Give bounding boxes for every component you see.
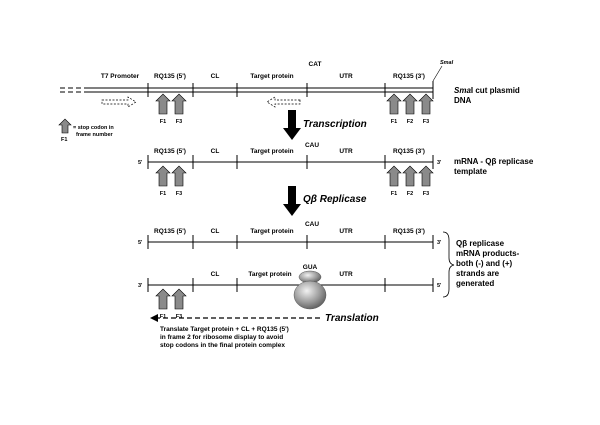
row3-rq5-label: RQ135 (5') bbox=[154, 228, 186, 235]
stop-arrow-icon bbox=[155, 93, 171, 115]
row4-utr-label: UTR bbox=[339, 271, 353, 278]
row1-utr-label: UTR bbox=[339, 73, 353, 80]
row4-frame-left-2: F3 bbox=[176, 314, 182, 320]
row4-cl-label: CL bbox=[211, 271, 220, 278]
brace-label-4: strands are bbox=[456, 269, 500, 278]
promoter-arrow-icon bbox=[101, 96, 137, 108]
brace-label-3: both (-) and (+) bbox=[456, 259, 513, 268]
step-transcription: Transcription bbox=[303, 119, 367, 130]
stop-arrow-icon bbox=[155, 165, 171, 187]
row3-rq3-label: RQ135 (3') bbox=[393, 228, 425, 235]
brace-label-2: mRNA products- bbox=[456, 249, 520, 258]
row1-cl-label: CL bbox=[211, 73, 220, 80]
row2-codon-label: CAU bbox=[305, 142, 319, 149]
row2-frame-right-1: F1 bbox=[391, 191, 397, 197]
row1-dna bbox=[60, 81, 434, 108]
stop-arrow-icon bbox=[155, 288, 171, 310]
row3-end5: 5' bbox=[138, 240, 143, 246]
note-line-1: Translate Target protein + CL + RQ135 (5… bbox=[160, 326, 289, 333]
row1-side-label: SmaI cut plasmid bbox=[454, 86, 520, 95]
row3-cl-label: CL bbox=[211, 228, 220, 235]
row1-frame-left-2: F3 bbox=[176, 119, 182, 125]
note-line-3: stop codons in the final protein complex bbox=[160, 342, 285, 349]
step-translation: Translation bbox=[325, 313, 379, 324]
ribosome-icon bbox=[293, 270, 327, 310]
stop-arrow-icon bbox=[386, 93, 402, 115]
row2-end5: 5' bbox=[138, 160, 143, 166]
reverse-arrow-icon bbox=[266, 96, 301, 108]
row2-cl-label: CL bbox=[211, 148, 220, 155]
row2-rq5-label: RQ135 (5') bbox=[154, 148, 186, 155]
row2-target-label: Target protein bbox=[250, 148, 293, 155]
stop-arrow-icon bbox=[171, 288, 187, 310]
row3-target-label: Target protein bbox=[250, 228, 293, 235]
row2-mrna bbox=[147, 155, 434, 169]
stop-arrow-icon bbox=[418, 165, 434, 187]
row2-stop-arrows bbox=[155, 165, 434, 187]
row4-end5: 5' bbox=[437, 283, 442, 289]
row3-strand bbox=[147, 235, 434, 249]
row4-strand bbox=[147, 278, 434, 292]
stop-arrow-icon bbox=[171, 93, 187, 115]
row4-codon-label: GUA bbox=[303, 264, 318, 271]
row4-stop-arrows bbox=[155, 288, 187, 310]
stop-arrow-icon bbox=[386, 165, 402, 187]
replicase-arrow-icon bbox=[283, 186, 301, 216]
transcription-arrow-icon bbox=[283, 110, 301, 140]
row1-rq5-label: RQ135 (5') bbox=[154, 73, 186, 80]
right-brace bbox=[442, 231, 455, 298]
row2-frame-left-1: F1 bbox=[160, 191, 166, 197]
row1-promoter-label: T7 Promoter bbox=[101, 73, 140, 80]
stop-arrow-icon bbox=[418, 93, 434, 115]
row1-target-label: Target protein bbox=[250, 73, 293, 80]
stop-arrow-icon bbox=[402, 93, 418, 115]
legend-frame: F1 bbox=[61, 137, 67, 143]
row2-side-label-line2: template bbox=[454, 167, 487, 176]
brace-label-1: Qβ replicase bbox=[456, 239, 505, 248]
row3-utr-label: UTR bbox=[339, 228, 353, 235]
row1-frame-right-1: F1 bbox=[391, 119, 397, 125]
note-line-2: in frame 2 for ribosome display to avoid bbox=[160, 334, 283, 341]
translation-arrow-icon bbox=[150, 314, 320, 322]
row1-frame-right-3: F3 bbox=[423, 119, 429, 125]
row2-frame-right-2: F2 bbox=[407, 191, 413, 197]
legend-text-2: frame number bbox=[76, 132, 114, 138]
row1-codon-label: CAT bbox=[309, 61, 322, 68]
step-replicase: Qβ Replicase bbox=[303, 194, 367, 205]
row3-codon-label: CAU bbox=[305, 221, 319, 228]
row2-rq3-label: RQ135 (3') bbox=[393, 148, 425, 155]
row1-frame-left-1: F1 bbox=[160, 119, 166, 125]
row4-end3: 3' bbox=[138, 283, 143, 289]
stop-arrow-icon bbox=[171, 165, 187, 187]
row3-end3: 3' bbox=[437, 240, 442, 246]
row2-end3: 3' bbox=[437, 160, 442, 166]
row4-frame-left-1: F1 bbox=[160, 314, 166, 320]
stop-arrow-icon bbox=[402, 165, 418, 187]
row1-site-label: SmaI bbox=[440, 60, 454, 66]
row1-frame-right-2: F2 bbox=[407, 119, 413, 125]
row1-rq3-label: RQ135 (3') bbox=[393, 73, 425, 80]
legend-text-1: = stop codon in bbox=[73, 125, 114, 131]
row2-frame-left-2: F3 bbox=[176, 191, 182, 197]
row1-stop-arrows bbox=[155, 93, 434, 115]
row2-side-label: mRNA - Qβ replicase bbox=[454, 157, 534, 166]
row2-utr-label: UTR bbox=[339, 148, 353, 155]
row2-frame-right-3: F3 bbox=[423, 191, 429, 197]
row4-target-label: Target protein bbox=[248, 271, 291, 278]
legend-stop-arrow-icon bbox=[58, 118, 72, 134]
brace-label-5: generated bbox=[456, 279, 494, 288]
row1-side-label-line2: DNA bbox=[454, 96, 472, 105]
